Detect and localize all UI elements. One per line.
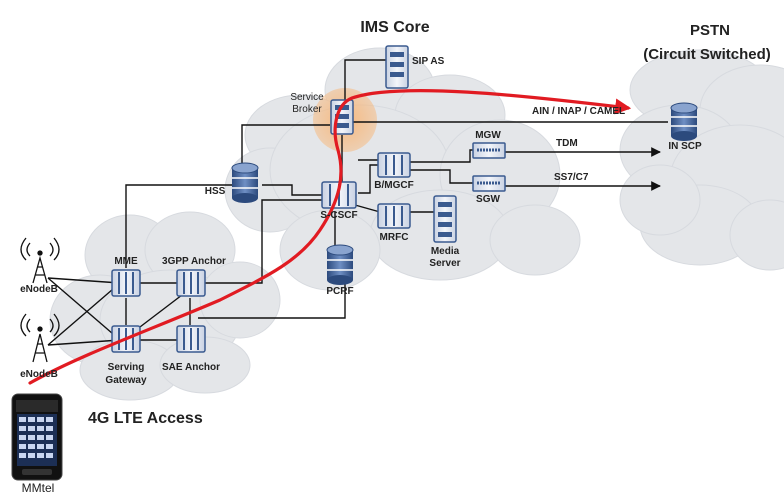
hss-label: HSS: [204, 186, 226, 197]
bmgcf-label: B/MGCF: [374, 180, 414, 191]
mmtel-phone-icon: [11, 393, 63, 481]
in-scp-label: IN SCP: [668, 141, 702, 152]
anchor-3gpp-server: [176, 269, 206, 297]
scscf-label: S-CSCF: [320, 210, 358, 221]
pstn-cloud: [619, 49, 784, 271]
hss-database-icon: [231, 162, 259, 203]
connection-lines: [47, 59, 668, 346]
pcrf-database-icon: [326, 244, 354, 285]
sae-anchor-server: [176, 325, 206, 353]
sgw-switch: [472, 175, 506, 192]
service-broker-label-1: Service: [290, 92, 324, 103]
mgw-label: MGW: [475, 130, 501, 141]
tdm-link-label: TDM: [556, 138, 578, 149]
media-server-icon: [433, 195, 457, 243]
mrfc-server: [377, 203, 411, 229]
protocol-arrows: [505, 147, 661, 191]
ims-core-title: IMS Core: [360, 19, 430, 36]
serving-gateway-label-1: Serving: [107, 362, 145, 373]
media-server-label-2: Server: [429, 258, 461, 269]
enodeb-top-tower-icon: [20, 237, 60, 284]
pcrf-label: PCRF: [326, 286, 354, 297]
ss7-link-label: SS7/C7: [554, 172, 589, 183]
mgw-switch: [472, 142, 506, 159]
service-broker-label-2: Broker: [292, 104, 322, 115]
signaling-path: [28, 89, 632, 385]
mrfc-label: MRFC: [379, 232, 409, 243]
in-scp-database-icon: [670, 102, 698, 141]
lte-access-title: 4G LTE Access: [88, 410, 203, 427]
serving-gateway-label-2: Gateway: [105, 375, 147, 386]
sae-anchor-label: SAE Anchor: [162, 362, 220, 373]
bmgcf-server: [377, 152, 411, 178]
mmtel-label: MMtel: [21, 481, 55, 495]
sip-as-server: [385, 45, 409, 89]
ims-cloud: [224, 47, 581, 291]
pstn-title: PSTN: [689, 22, 730, 39]
media-server-label-1: Media: [430, 246, 460, 257]
enodeb-top-label: eNodeB: [20, 284, 58, 295]
sip-as-label: SIP AS: [412, 56, 445, 67]
sgw-label: SGW: [476, 194, 500, 205]
enodeb-bottom-tower-icon: [20, 313, 60, 363]
enodeb-bottom-label: eNodeB: [20, 369, 58, 380]
mme-label: MME: [114, 256, 138, 267]
anchor-3gpp-label: 3GPP Anchor: [162, 256, 226, 267]
pstn-subtitle: (Circuit Switched): [643, 46, 771, 63]
mme-server: [111, 269, 141, 297]
ain-link-label: AIN / INAP / CAMEL: [532, 106, 626, 117]
